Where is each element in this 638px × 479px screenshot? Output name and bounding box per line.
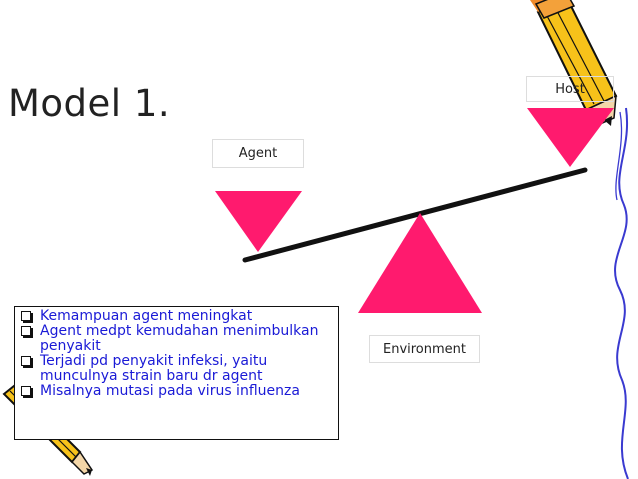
page-title: Model 1.: [8, 82, 171, 125]
bullet-list-box: Kemampuan agent meningkat Agent medpt ke…: [14, 306, 339, 440]
agent-label: Agent: [212, 139, 304, 168]
list-item: Agent medpt kemudahan menimbulkan penyak…: [19, 324, 334, 354]
checkbox-bullet-icon: [21, 356, 31, 366]
checkbox-bullet-icon: [21, 326, 31, 336]
list-item: Misalnya mutasi pada virus influenza: [19, 384, 334, 399]
pencil-icon: [530, 0, 618, 126]
list-item-text: Terjadi pd penyakit infeksi, yaitu muncu…: [40, 353, 268, 384]
list-item-text: Misalnya mutasi pada virus influenza: [40, 383, 300, 399]
list-item: Kemampuan agent meningkat: [19, 309, 334, 324]
environment-triangle: [358, 213, 482, 313]
list-item-text: Kemampuan agent meningkat: [40, 308, 253, 324]
host-label: Host: [526, 76, 614, 102]
host-triangle: [527, 108, 614, 167]
list-item-text: Agent medpt kemudahan menimbulkan penyak…: [40, 323, 319, 354]
list-item: Terjadi pd penyakit infeksi, yaitu muncu…: [19, 354, 334, 384]
checkbox-bullet-icon: [21, 311, 31, 321]
environment-label: Environment: [369, 335, 480, 363]
agent-triangle: [215, 191, 302, 252]
balance-beam: [242, 167, 588, 263]
squiggle-decoration: [614, 107, 629, 479]
checkbox-bullet-icon: [21, 386, 31, 396]
